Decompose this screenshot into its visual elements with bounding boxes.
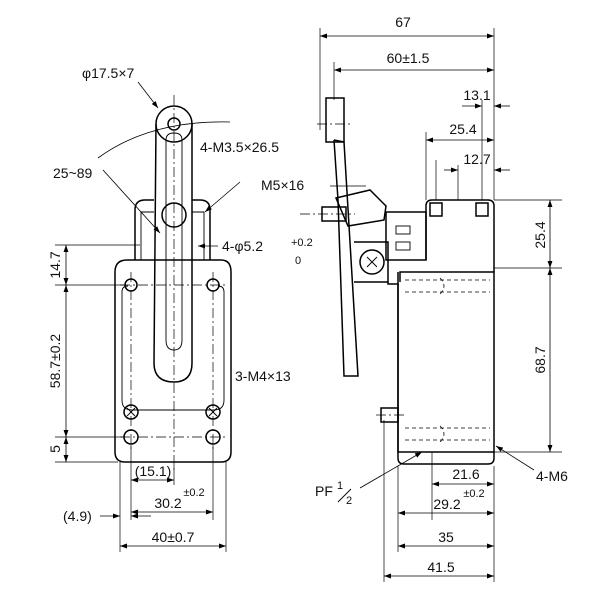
connector-slot-lower xyxy=(395,241,411,251)
body-width-label: 40±0.7 xyxy=(152,529,195,545)
right-68-label: 68.7 xyxy=(532,346,548,373)
hole-pitch-h-label: 30.2 xyxy=(154,495,181,511)
lever-arm xyxy=(153,123,193,383)
top-13-label: 13.1 xyxy=(463,87,490,103)
shaft-hub xyxy=(359,249,385,275)
front-view xyxy=(55,81,241,552)
roller-edge xyxy=(325,97,345,143)
swing-arc xyxy=(97,121,231,159)
roller-leader xyxy=(137,81,159,109)
cover-screws-label: 3-M4×13 xyxy=(235,368,291,384)
conduit-fraction-numerator: 1 xyxy=(337,480,343,492)
conduit-fraction-denominator: 2 xyxy=(346,495,352,507)
mount-hole-tol-upper: +0.2 xyxy=(291,237,313,249)
roller-size-label: φ17.5×7 xyxy=(82,65,135,81)
conduit-label: PF xyxy=(315,483,333,499)
top-height-label: 14.7 xyxy=(47,251,63,278)
swing-angle-label: 25~89 xyxy=(53,165,93,181)
side-mount-label: 4-M6 xyxy=(536,468,568,484)
side-mount-leader xyxy=(495,445,535,471)
dimension-labels: φ17.5×7 25~89 4-M3.5×26.5 4-φ5.2 +0.2 0 … xyxy=(47,14,568,575)
lever-slot xyxy=(165,132,183,351)
arm-screws-label: 4-M3.5×26.5 xyxy=(200,139,279,155)
lever-plate xyxy=(333,139,359,377)
body-base xyxy=(397,452,495,465)
head-screw-right xyxy=(475,202,489,217)
switch-body-side xyxy=(387,271,495,453)
arm-mount-inner xyxy=(140,211,205,260)
conduit-fraction-slash xyxy=(337,488,352,503)
connector-slot-upper xyxy=(395,225,411,235)
switch-body xyxy=(114,282,232,463)
top-12-label: 12.7 xyxy=(463,151,490,167)
body-21-tol-label: ±0.2 xyxy=(463,488,484,500)
conduit-leader xyxy=(359,451,423,489)
side-view xyxy=(300,28,562,582)
arm-mount xyxy=(134,199,211,260)
mount-holes-label: 4-φ5.2 xyxy=(222,238,263,254)
shaft-housing xyxy=(354,241,389,283)
head-connector xyxy=(385,211,427,261)
inner-width-label: (15.1) xyxy=(135,463,172,479)
mount-hole-tol-lower: 0 xyxy=(295,255,301,267)
swing-leader xyxy=(102,169,161,234)
cover-plate xyxy=(121,285,225,411)
lower-thread-hidden xyxy=(405,425,490,443)
cover-corner xyxy=(121,285,129,293)
head-screw-left xyxy=(429,202,443,217)
arm-length-label: 60±1.5 xyxy=(387,50,430,66)
arm-screw-leader xyxy=(204,181,241,213)
right-25-label: 25.4 xyxy=(532,221,548,248)
hole-pitch-h-tol-label: ±0.2 xyxy=(183,487,204,499)
top-25-label: 25.4 xyxy=(449,121,476,137)
body-29-label: 29.2 xyxy=(433,496,460,512)
shaft-hub-cross xyxy=(366,256,378,268)
body-41-label: 41.5 xyxy=(427,559,454,575)
switch-head-side xyxy=(425,199,495,272)
body-35-label: 35 xyxy=(438,529,454,545)
offset-label: (4.9) xyxy=(63,508,92,524)
lever-screw-label: M5×16 xyxy=(261,177,304,193)
total-width-label: 67 xyxy=(395,14,411,30)
hole-pitch-v-label: 58.7±0.2 xyxy=(47,334,63,389)
upper-thread-hidden xyxy=(405,277,490,295)
bottom-height-label: 5 xyxy=(47,445,63,453)
body-21-label: 21.6 xyxy=(452,466,479,482)
